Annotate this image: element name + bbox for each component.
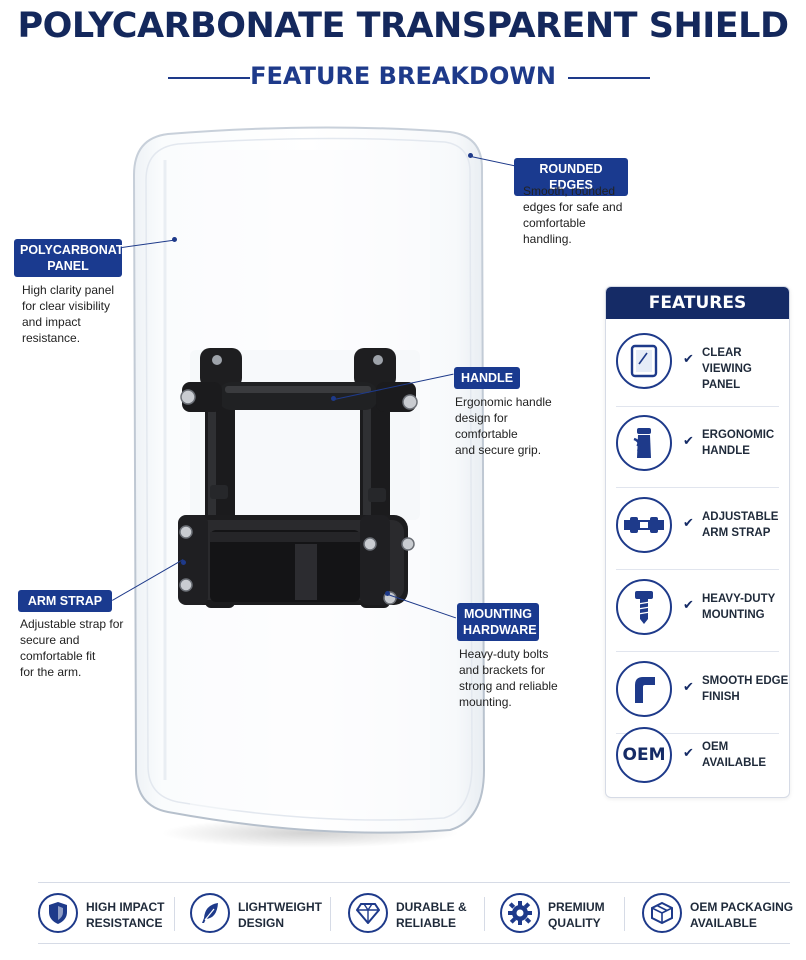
- subtitle-row: FEATURE BREAKDOWN: [0, 62, 806, 94]
- feature-divider: [616, 651, 779, 652]
- subtitle-line-left: [168, 77, 250, 79]
- features-heading: FEATURES: [606, 287, 789, 319]
- mounting-hardware-desc: Heavy-duty bolts and brackets for strong…: [459, 647, 558, 709]
- handle-dot: [331, 396, 336, 401]
- benefit-label: DURABLE &RELIABLE: [396, 900, 467, 930]
- handle-tag: HANDLE: [454, 367, 520, 389]
- clear-panel-icon: [616, 333, 672, 389]
- shield-image: [120, 120, 500, 850]
- benefit-divider: [174, 897, 175, 931]
- check-icon: ✔: [683, 515, 694, 530]
- handle-grip-icon: [616, 415, 672, 471]
- polycarbonate-panel-tag: POLYCARBONATE PANEL: [14, 239, 132, 277]
- check-icon: ✔: [683, 679, 694, 694]
- edge-icon: [616, 661, 672, 717]
- strap-icon: [616, 497, 672, 553]
- diamond-icon: [348, 893, 388, 933]
- polycarbonate-panel-dot: [172, 237, 177, 242]
- rounded-edges-dot: [468, 153, 473, 158]
- box-icon: [642, 893, 682, 933]
- handle-desc: Ergonomic handle design for comfortable …: [455, 395, 552, 457]
- oem-icon: OEM: [616, 727, 672, 783]
- polycarbonate-panel-desc: High clarity panel for clear visibility …: [22, 283, 115, 345]
- benefit-divider: [484, 897, 485, 931]
- page-subtitle: FEATURE BREAKDOWN: [250, 62, 556, 90]
- feature-divider: [616, 569, 779, 570]
- gear-icon: [500, 893, 540, 933]
- mounting-hardware-tag: MOUNTING HARDWARE: [457, 603, 539, 641]
- arm-strap-dot: [181, 560, 186, 565]
- check-icon: ✔: [683, 745, 694, 760]
- check-icon: ✔: [683, 433, 694, 448]
- rounded-edges-desc: Smooth, rounded edges for safe and comfo…: [523, 184, 623, 246]
- benefit-divider: [624, 897, 625, 931]
- check-icon: ✔: [683, 597, 694, 612]
- page-title: POLYCARBONATE TRANSPARENT SHIELD: [17, 6, 789, 46]
- rounded-edges-tag: ROUNDED EDGES: [514, 158, 628, 196]
- bolt-icon: [616, 579, 672, 635]
- arm-strap-tag: ARM STRAP: [18, 590, 112, 612]
- check-icon: ✔: [683, 351, 694, 366]
- feature-divider: [616, 487, 779, 488]
- feature-divider: [616, 406, 779, 407]
- feature-divider: [616, 733, 779, 734]
- arm-strap-desc: Adjustable strap for secure and comforta…: [20, 617, 124, 679]
- benefit-divider: [330, 897, 331, 931]
- shield-icon: [38, 893, 78, 933]
- mounting-dot: [385, 591, 390, 596]
- subtitle-line-right: [568, 77, 650, 79]
- shield-illustration: [132, 126, 486, 834]
- feather-icon: [190, 893, 230, 933]
